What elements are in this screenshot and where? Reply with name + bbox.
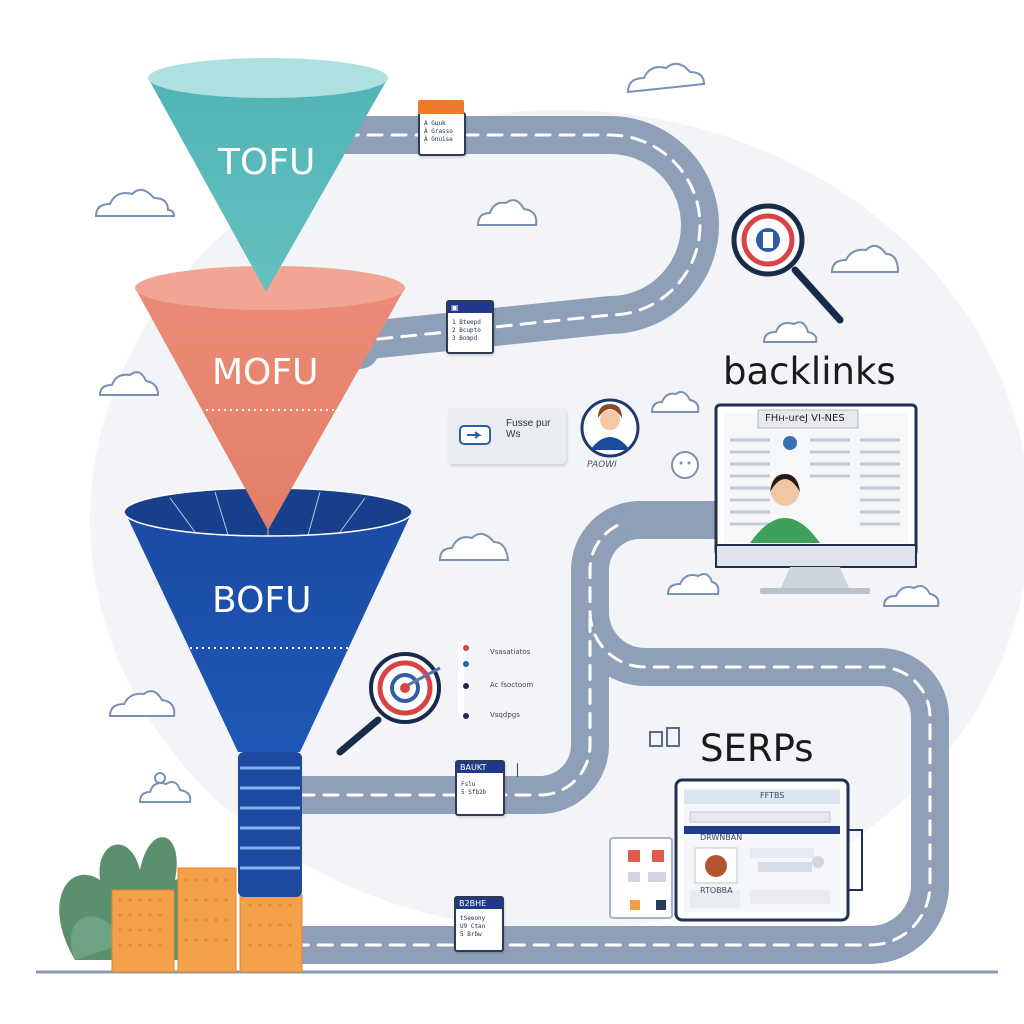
cloud-icon <box>762 321 818 343</box>
target-icon <box>336 652 441 756</box>
road-card-line: 1 Bteepd <box>452 319 481 326</box>
magnifier-icon <box>731 203 844 324</box>
mini-device-icon <box>609 837 673 919</box>
cloud-icon <box>94 188 176 217</box>
feature-card-title: Fussе pur Ws <box>506 418 551 440</box>
road-card-3: BAUKT Fslu 5 Sfb2b <box>455 760 505 816</box>
card-cap <box>418 100 464 114</box>
road-card-header: ▣ <box>448 302 492 313</box>
list-item: Аc fsoctoom <box>490 681 534 689</box>
list-item: Vsasatiatos <box>490 648 531 656</box>
cloud-icon <box>438 532 510 561</box>
road-card-line: A Gnuise <box>424 136 453 143</box>
cloud-icon <box>650 391 700 413</box>
tablet-section: DRWNBAN <box>700 833 743 842</box>
list-panel <box>458 642 469 719</box>
cloud-icon <box>626 62 706 94</box>
road-card-title: B2BHE <box>456 898 502 909</box>
bar-blocks <box>111 867 303 973</box>
bar-dots <box>118 878 292 947</box>
funnel-mofu <box>135 266 405 530</box>
face-icon <box>671 451 699 479</box>
database-stack-icon <box>238 752 302 897</box>
monitor-banner: FНн-urеJ VI-NES <box>765 413 845 424</box>
cloud-icon <box>476 199 538 226</box>
serps-label: SERPs <box>700 727 814 770</box>
cloud-icon <box>108 690 176 717</box>
backlinks-label: backlinks <box>723 350 896 393</box>
road-card-line: 5 Sfb2b <box>461 789 487 796</box>
cloud-icon <box>882 585 940 607</box>
document-icon <box>649 727 680 747</box>
tablet-label: RTOBBA <box>700 886 733 895</box>
road-card-2: ▣ 1 Bteepd 2 Bcupto 3 Bоmpd <box>446 300 494 354</box>
feature-card: Fussе pur Ws <box>448 408 566 464</box>
road-card-title: BAUKT <box>457 762 503 773</box>
tablet-icon <box>674 778 863 922</box>
road-card-line: 2 Bcupto <box>452 327 481 334</box>
road-card-line: A Grasso <box>424 128 453 135</box>
road-card-line: tSeeony <box>460 915 486 922</box>
card-icon <box>459 425 491 445</box>
list-item: Vsqdpgs <box>490 711 520 719</box>
person-icon <box>580 398 640 458</box>
road-card-line: A Gцuk <box>424 120 446 127</box>
road-card-1: A Gцuk A Grasso A Gnuise <box>418 100 466 156</box>
road-card-line: 3 Bоmpd <box>452 335 478 342</box>
funnel-label-mofu: MOFU <box>212 352 319 393</box>
cloud-icon <box>830 244 900 273</box>
road-card-line: Fslu <box>461 781 476 788</box>
cloud-icon <box>666 573 720 595</box>
monitor-icon <box>714 403 918 594</box>
funnel-label-bofu: BOFU <box>212 580 312 621</box>
bracket-mark: ∣ <box>514 762 521 778</box>
funnel-tofu <box>148 58 388 292</box>
cloud-icon <box>98 371 160 396</box>
road-card-line: U9 Ctan <box>460 923 486 930</box>
cloud-icon <box>138 772 192 803</box>
road-card-4: B2BHE tSeeony U9 Ctan 5 Brbw <box>454 896 504 952</box>
tablet-brand: FFTBS <box>760 791 785 800</box>
funnel-label-tofu: TOFU <box>218 142 316 183</box>
road-card-line: 5 Brbw <box>460 931 482 938</box>
profile-caption: PAOWI <box>587 460 617 470</box>
